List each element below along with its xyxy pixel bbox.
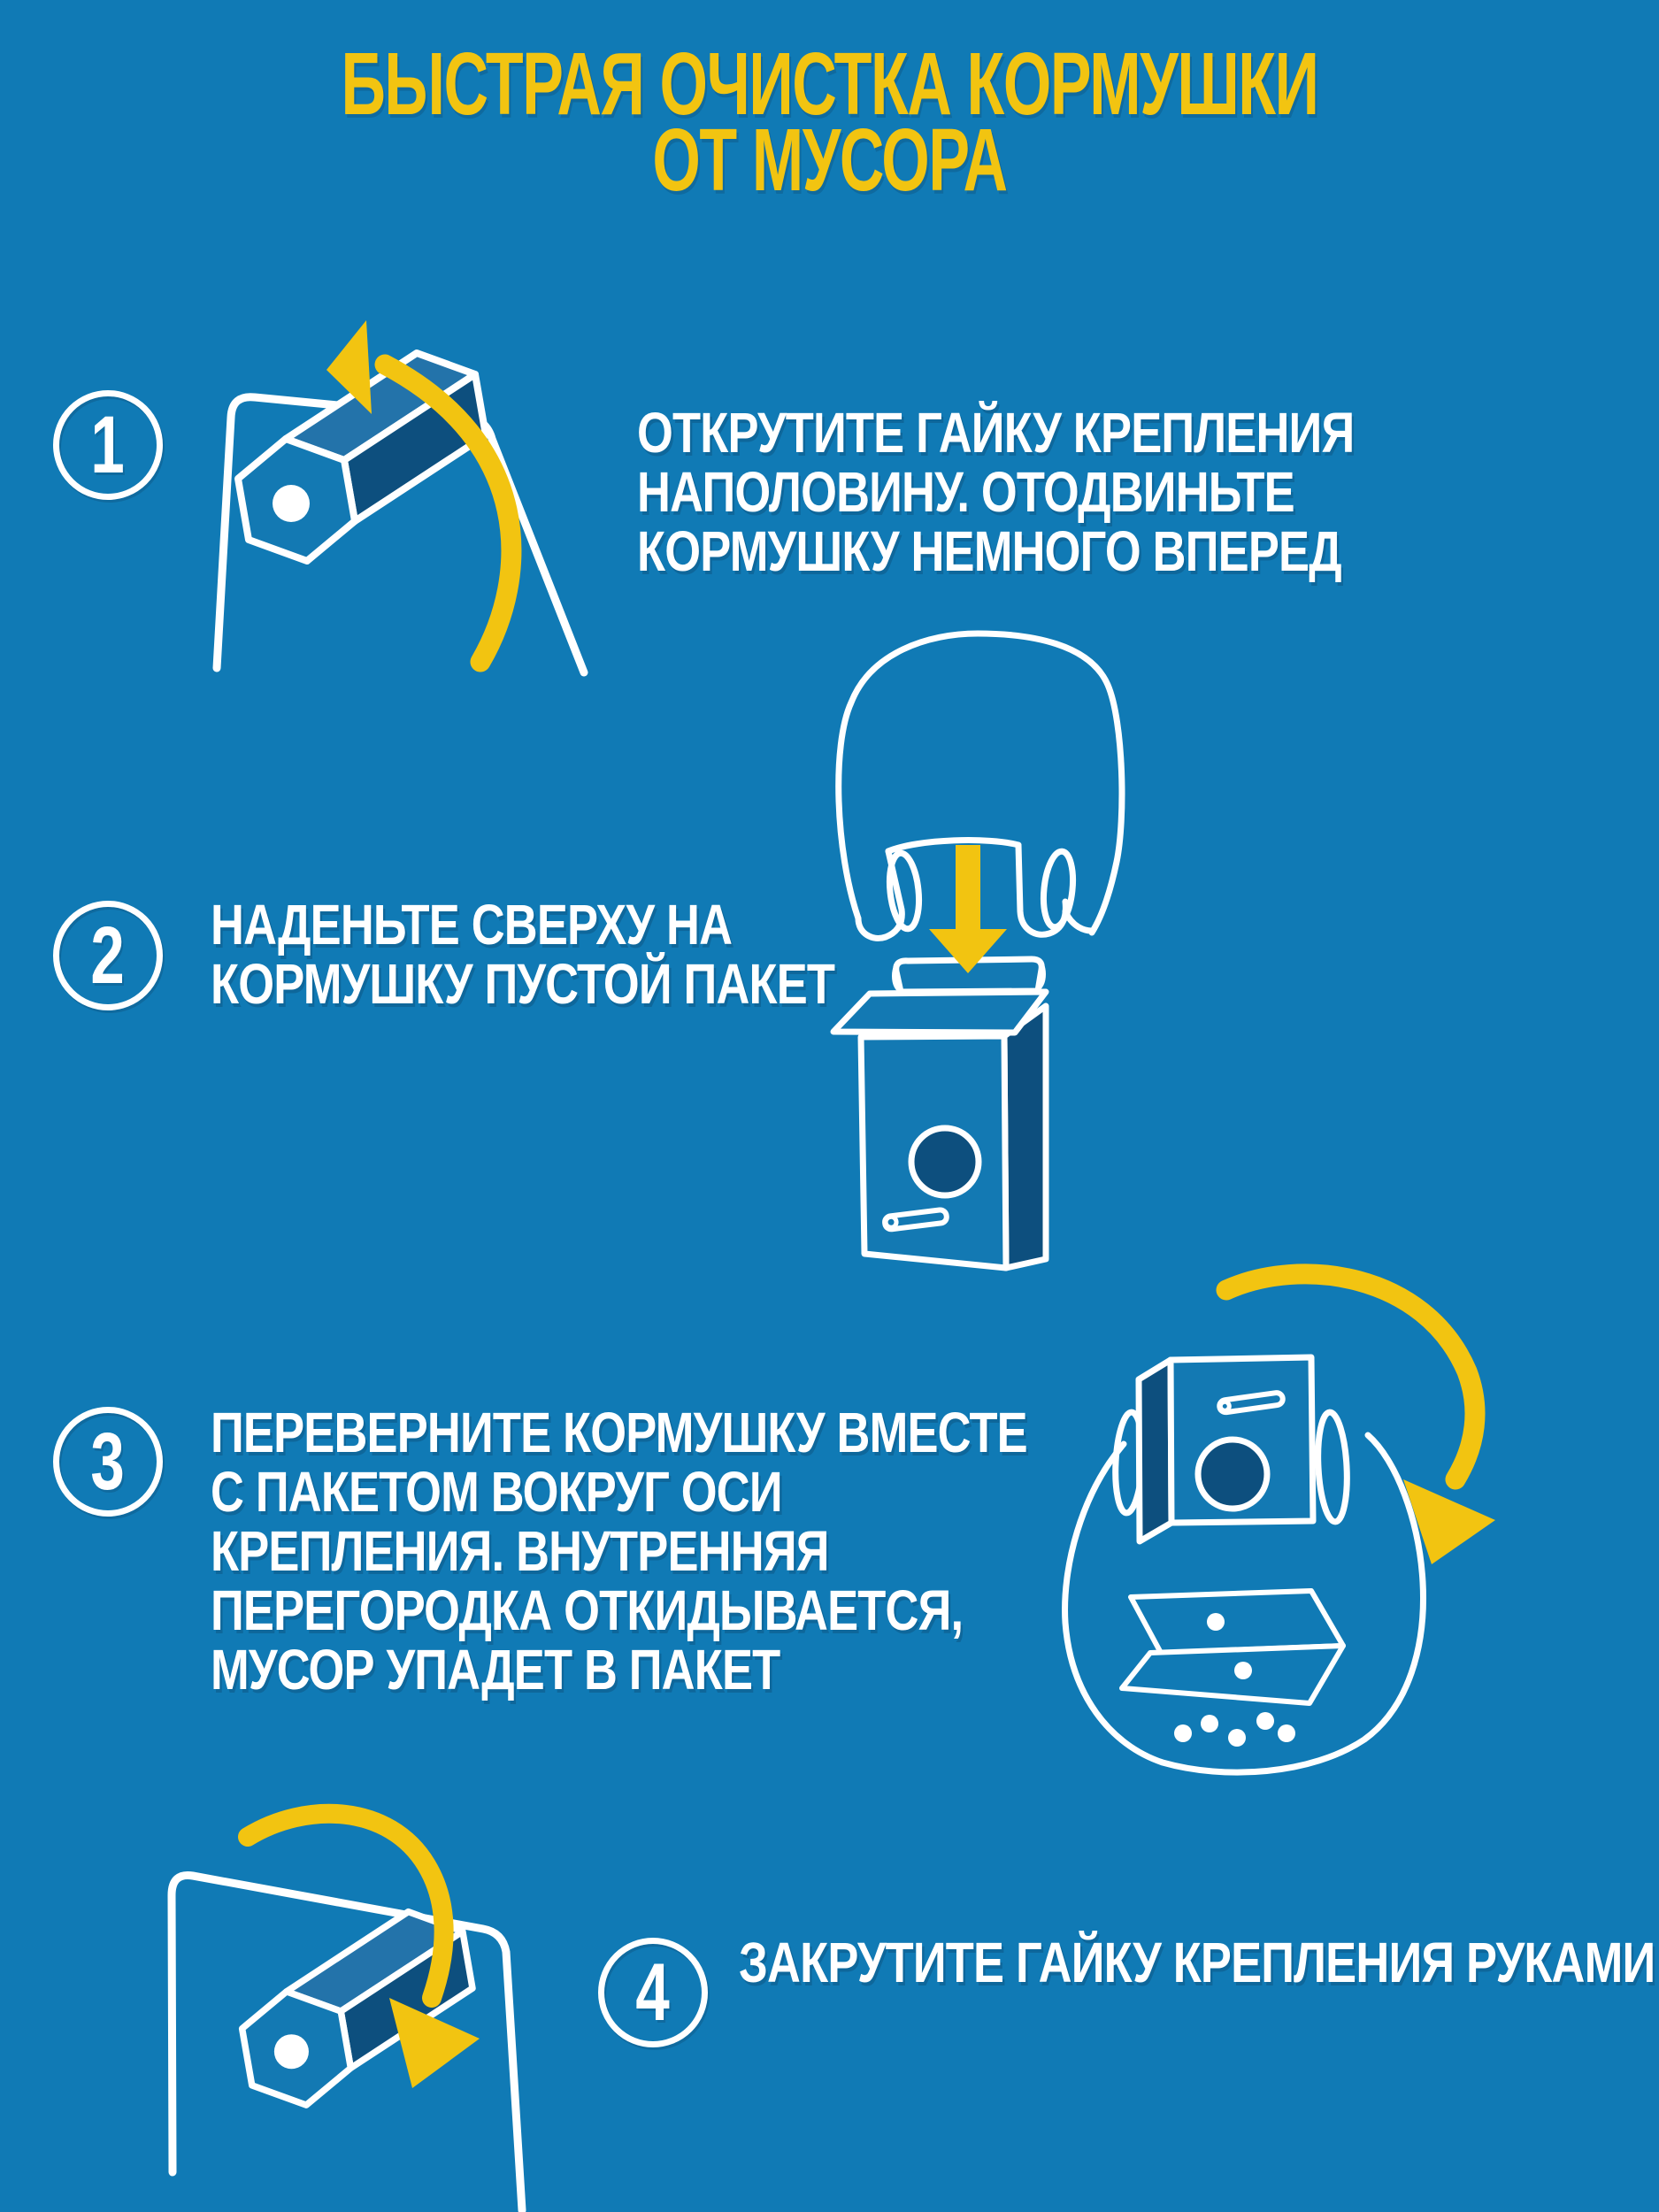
step1-line2: НАПОЛОВИНУ. ОТОДВИНЬТЕ xyxy=(637,460,1295,524)
flip-feeder-icon xyxy=(1062,1263,1495,1776)
step3-number-badge: 3 xyxy=(53,1407,163,1517)
step1-text: ОТКРУТИТЕ ГАЙКУ КРЕПЛЕНИЯ НАПОЛОВИНУ. ОТ… xyxy=(637,401,1355,583)
step1-number-badge: 1 xyxy=(53,390,163,500)
step1-number: 1 xyxy=(90,400,126,490)
page-title: БЫСТРАЯ ОЧИСТКА КОРМУШКИ ОТ МУСОРА xyxy=(249,35,1410,210)
step4-line1: ЗАКРУТИТЕ ГАЙКУ КРЕПЛЕНИЯ РУКАМИ xyxy=(739,1931,1655,1994)
tighten-arrow-arc xyxy=(238,1803,454,2008)
feeder-bracket xyxy=(893,956,1045,995)
step3-line5: МУСОР УПАДЕТ В ПАКЕТ xyxy=(211,1638,780,1701)
step3-line1: ПЕРЕВЕРНИТЕ КОРМУШКУ ВМЕСТЕ xyxy=(211,1401,1028,1464)
step2-number-badge: 2 xyxy=(53,901,163,1010)
feeder-side xyxy=(1001,1002,1049,1271)
feeder-hole xyxy=(908,1125,982,1199)
plastic-bag-icon xyxy=(835,630,1125,941)
tighten-arrow-head xyxy=(389,1998,480,2088)
step4-number: 4 xyxy=(635,1947,671,2038)
step2-number: 2 xyxy=(90,910,126,1001)
page-title-line1: БЫСТРАЯ ОЧИСТКА КОРМУШКИ xyxy=(341,35,1318,134)
bag-over-feeder-icon xyxy=(830,630,1125,1271)
step1-line1: ОТКРУТИТЕ ГАЙКУ КРЕПЛЕНИЯ xyxy=(637,401,1355,465)
inverted-feeder-hole xyxy=(1194,1436,1271,1512)
feeder-roof xyxy=(830,988,1049,1036)
inverted-feeder-side xyxy=(1135,1356,1175,1545)
feeder-perch xyxy=(882,1207,949,1233)
step2-text: НАДЕНЬТЕ СВЕРХУ НА КОРМУШКУ ПУСТОЙ ПАКЕТ xyxy=(211,893,835,1016)
feeder-icon xyxy=(830,956,1049,1271)
flip-arrow-arc xyxy=(1216,1263,1486,1490)
inverted-feeder-perch xyxy=(1217,1390,1286,1416)
step3-line3: КРЕПЛЕНИЯ. ВНУТРЕННЯЯ xyxy=(211,1519,829,1583)
page-title-line2: ОТ МУСОРА xyxy=(652,111,1008,210)
debris-dots xyxy=(1174,1613,1295,1747)
flip-arrow-head xyxy=(1403,1479,1495,1564)
down-arrow-icon xyxy=(929,845,1007,973)
unscrew-arrow-head xyxy=(326,320,372,414)
step1-line3: КОРМУШКУ НЕМНОГО ВПЕРЕД xyxy=(637,519,1342,583)
step4-text: ЗАКРУТИТЕ ГАЙКУ КРЕПЛЕНИЯ РУКАМИ xyxy=(739,1933,1655,1993)
nut-tighten-icon xyxy=(167,1803,526,2212)
step2-line1: НАДЕНЬТЕ СВЕРХУ НА xyxy=(211,893,733,956)
nut-unscrew-icon xyxy=(212,320,588,677)
step3-line2: С ПАКЕТОМ ВОКРУГ ОСИ xyxy=(211,1460,783,1524)
step3-line4: ПЕРЕГОРОДКА ОТКИДЫВАЕТСЯ, xyxy=(211,1578,964,1642)
step3-text: ПЕРЕВЕРНИТЕ КОРМУШКУ ВМЕСТЕ С ПАКЕТОМ ВО… xyxy=(211,1401,1028,1701)
hex-nut-icon xyxy=(238,1908,476,2108)
step3-number: 3 xyxy=(90,1417,126,1507)
step2-line2: КОРМУШКУ ПУСТОЙ ПАКЕТ xyxy=(211,952,835,1016)
feeder-flap-top xyxy=(1128,1588,1346,1655)
feeder-flap-bottom xyxy=(1119,1643,1346,1706)
mount-plate-outline xyxy=(167,1870,526,2212)
unscrew-arrow-arc xyxy=(374,354,522,672)
step4-number-badge: 4 xyxy=(598,1938,708,2047)
